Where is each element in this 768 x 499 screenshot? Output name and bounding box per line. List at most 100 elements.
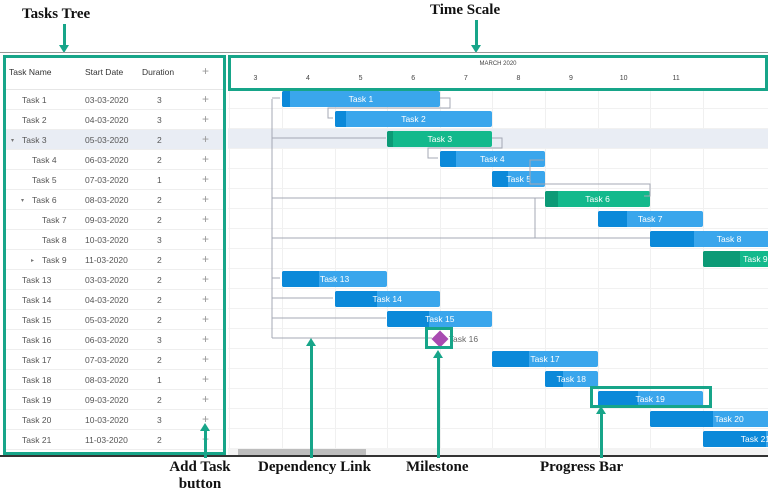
add-task-button[interactable]: + (202, 252, 210, 266)
progress-fill[interactable] (334, 111, 346, 127)
add-task-icon[interactable]: + (202, 64, 210, 78)
task-bar[interactable]: Task 6 (545, 191, 651, 207)
progress-fill[interactable] (439, 151, 456, 167)
task-bar[interactable]: Task 9 (702, 251, 768, 267)
column-task-name[interactable]: Task Name (9, 67, 52, 77)
start-date: 11-03-2020 (85, 435, 128, 445)
add-task-button[interactable]: + (202, 172, 210, 186)
add-task-button[interactable]: + (202, 112, 210, 126)
task-name: Task 9 (42, 255, 67, 265)
progress-fill[interactable] (597, 211, 628, 227)
progress-fill[interactable] (387, 311, 430, 327)
annotation-arrow (433, 350, 443, 458)
expand-icon[interactable]: ▸ (31, 258, 35, 264)
start-date: 03-03-2020 (85, 95, 129, 105)
add-task-button[interactable]: + (202, 332, 210, 346)
progress-fill[interactable] (492, 171, 509, 187)
add-task-button[interactable]: + (202, 152, 210, 166)
progress-fill[interactable] (545, 191, 558, 207)
add-task-button[interactable]: + (202, 192, 210, 206)
task-name: Task 3 (22, 135, 47, 145)
progress-fill[interactable] (545, 371, 564, 387)
add-task-button[interactable]: + (202, 292, 210, 306)
task-bar[interactable]: Task 3 (387, 131, 493, 147)
task-bar[interactable]: Task 7 (597, 211, 703, 227)
add-task-button[interactable]: + (202, 392, 210, 406)
column-start-date[interactable]: Start Date (85, 67, 124, 77)
start-date: 09-03-2020 (85, 395, 129, 405)
task-bar[interactable]: Task 1 (282, 91, 440, 107)
task-bar[interactable]: Task 14 (334, 291, 440, 307)
task-bar[interactable]: Task 13 (282, 271, 388, 287)
annotation-arrow (59, 24, 69, 53)
duration: 2 (157, 195, 162, 205)
task-bar[interactable]: Task 15 (387, 311, 493, 327)
duration: 2 (157, 435, 162, 445)
progress-fill[interactable] (492, 351, 530, 367)
task-bar[interactable]: Task 8 (650, 231, 768, 247)
grid-line (282, 89, 283, 449)
add-task-button[interactable]: + (202, 212, 210, 226)
task-bar[interactable]: Task 17 (492, 351, 598, 367)
task-bar[interactable]: Task 5 (492, 171, 545, 187)
task-name: Task 17 (22, 355, 52, 365)
column-duration[interactable]: Duration (142, 67, 175, 77)
progress-fill[interactable] (282, 91, 290, 107)
horizontal-scrollbar[interactable] (228, 448, 768, 455)
task-name: Task 19 (22, 395, 52, 405)
progress-fill[interactable] (650, 231, 695, 247)
progress-fill[interactable] (282, 271, 319, 287)
add-task-button[interactable]: + (202, 232, 210, 246)
task-bar[interactable]: Task 20 (650, 411, 768, 427)
chart-row (228, 149, 768, 169)
progress-fill[interactable] (702, 431, 766, 447)
task-bar[interactable]: Task 2 (334, 111, 493, 127)
day-label: 7 (463, 75, 468, 82)
progress-bar-annotation: Progress Bar (540, 459, 624, 475)
duration: 1 (157, 375, 162, 385)
add-task-button[interactable]: + (202, 372, 210, 386)
chart-row (228, 409, 768, 429)
task-bar[interactable]: Task 19 (597, 391, 703, 407)
collapse-icon[interactable]: ▾ (11, 138, 15, 144)
progress-fill[interactable] (650, 411, 714, 427)
add-task-button[interactable]: + (202, 92, 210, 106)
add-task-button[interactable]: + (202, 352, 210, 366)
progress-fill[interactable] (597, 391, 638, 407)
add-task-button[interactable]: + (202, 312, 210, 326)
add-task-button[interactable]: + (202, 412, 210, 426)
task-bar[interactable]: Task 21 (702, 431, 768, 447)
start-date: 07-03-2020 (85, 355, 129, 365)
task-bar[interactable]: Task 4 (439, 151, 545, 167)
progress-fill[interactable] (334, 291, 377, 307)
add-task-button[interactable]: + (202, 272, 210, 286)
task-name: Task 8 (42, 235, 67, 245)
start-date: 10-03-2020 (85, 235, 129, 245)
task-bar[interactable]: Task 18 (545, 371, 598, 387)
task-bar-label: Task 18 (556, 374, 586, 384)
progress-fill[interactable] (702, 251, 740, 267)
start-date: 05-03-2020 (85, 315, 129, 325)
progress-fill[interactable] (387, 131, 394, 147)
collapse-icon[interactable]: ▾ (21, 198, 25, 204)
scrollbar-thumb[interactable] (238, 449, 366, 455)
add-task-button[interactable]: + (202, 132, 210, 146)
